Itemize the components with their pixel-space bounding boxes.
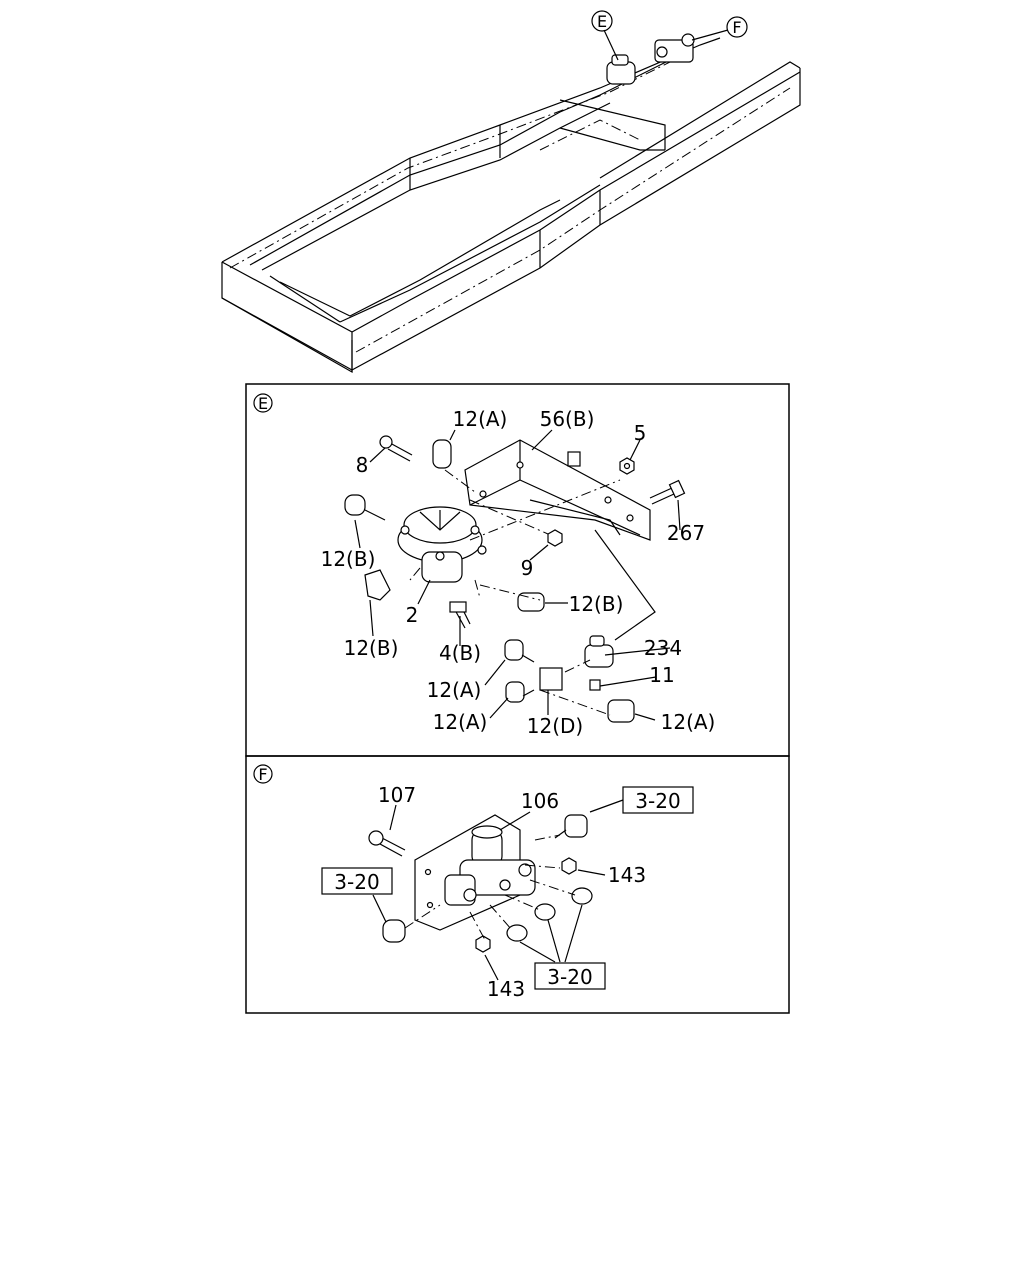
panel-f-tag-circle: [253, 764, 273, 784]
label-12a-right: 12(A): [661, 710, 716, 734]
label-107: 107: [378, 783, 416, 807]
callout-e-label: E: [597, 12, 607, 31]
label-8: 8: [356, 453, 369, 477]
label-12b-left: 12(B): [321, 547, 376, 571]
label-5: 5: [634, 421, 647, 445]
label-12d: 12(D): [527, 714, 583, 738]
callout-f-label: F: [732, 18, 741, 37]
label-234: 234: [644, 636, 682, 660]
label-56b: 56(B): [540, 407, 595, 431]
label-12a-mid: 12(A): [427, 678, 482, 702]
reference-bottom[interactable]: 3-20: [547, 965, 592, 989]
callout-f-circle: [726, 16, 748, 38]
label-9: 9: [521, 556, 534, 580]
label-143-right: 143: [608, 863, 646, 887]
panel-f-frame: [245, 755, 790, 1014]
reference-box-bottom: [534, 962, 606, 990]
label-12b-right: 12(B): [569, 592, 624, 616]
label-267: 267: [667, 521, 705, 545]
detail-panel-f: F: [245, 755, 790, 1014]
label-12a-low: 12(A): [433, 710, 488, 734]
callout-e-circle: [591, 10, 613, 32]
reference-box-top: [622, 786, 694, 814]
detail-panel-e: E: [245, 383, 790, 757]
bracket-drawing: [464, 439, 651, 541]
reference-top[interactable]: 3-20: [635, 789, 680, 813]
reference-box-left: [321, 867, 393, 895]
label-12b-bottom: 12(B): [344, 636, 399, 660]
label-12a-top: 12(A): [453, 407, 508, 431]
chassis-frame-overview: E F: [221, 10, 801, 374]
reference-left[interactable]: 3-20: [334, 870, 379, 894]
panel-f-tag: F: [258, 765, 267, 784]
label-143-bottom: 143: [487, 977, 525, 1001]
relay-valve-drawing: [397, 506, 487, 583]
label-4b: 4(B): [439, 641, 481, 665]
solenoid-valve-drawing: [444, 825, 536, 906]
label-2: 2: [406, 603, 419, 627]
label-106: 106: [521, 789, 559, 813]
panel-e-tag: E: [258, 394, 268, 413]
panel-e-tag-circle: [253, 393, 273, 413]
label-11: 11: [649, 663, 674, 687]
